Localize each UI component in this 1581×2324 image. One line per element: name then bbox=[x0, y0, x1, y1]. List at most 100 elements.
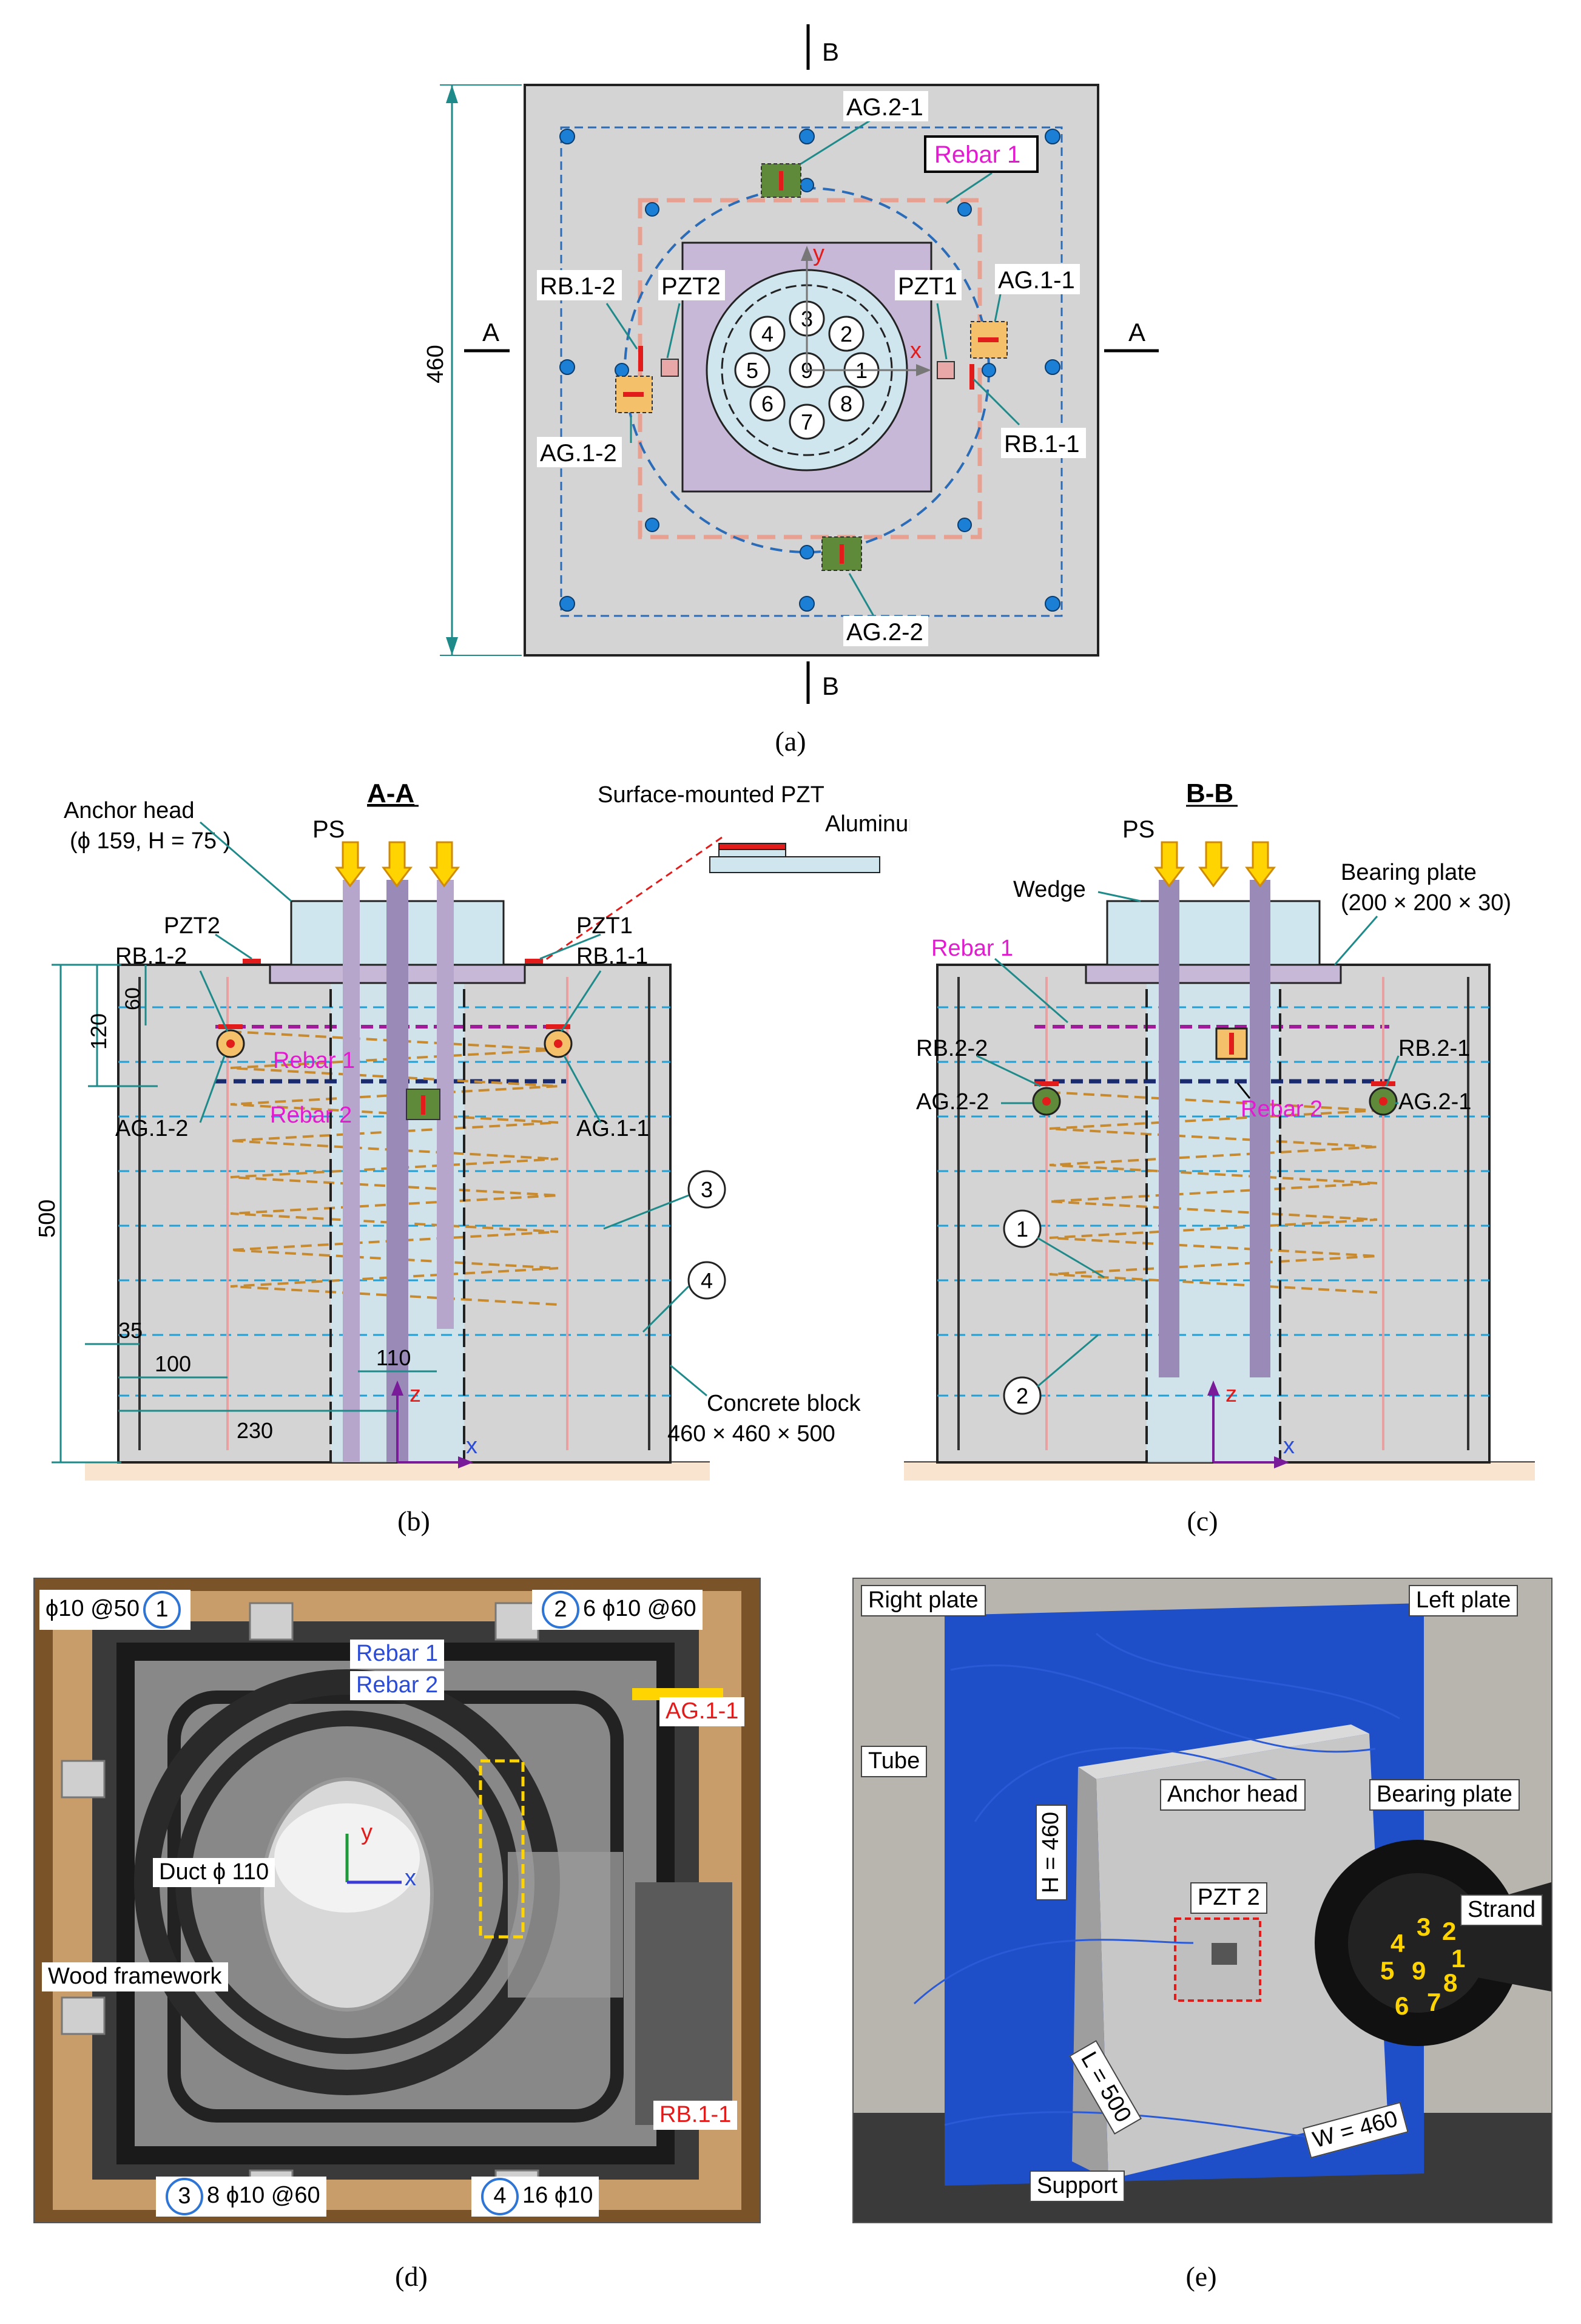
aa-pzt2: PZT2 bbox=[164, 913, 220, 939]
e-strand-2: 2 bbox=[1442, 1917, 1457, 1945]
e-label-bearing-plate: Bearing plate bbox=[1369, 1779, 1520, 1811]
d-label-16phi10-text: 16 ϕ10 bbox=[522, 2183, 593, 2209]
plan-label-ag21: AG.2-1 bbox=[846, 94, 923, 121]
bb-axis-z: z bbox=[1225, 1382, 1237, 1407]
bb-rb22: RB.2-2 bbox=[916, 1036, 988, 1061]
e-strand-9: 9 bbox=[1412, 1956, 1426, 1985]
e-label-tube: Tube bbox=[861, 1746, 928, 1777]
bb-bearing-dims: (200 × 200 × 30) bbox=[1341, 890, 1511, 916]
aa-pzt1: PZT1 bbox=[576, 913, 633, 939]
aa-aluminum: Aluminum bbox=[825, 811, 910, 837]
d-axis-y: y bbox=[361, 1820, 372, 1845]
bb-strand-right bbox=[1250, 880, 1270, 1377]
section-a-left: A bbox=[482, 318, 499, 346]
e-strand-5: 5 bbox=[1380, 1956, 1395, 1985]
d-label-phi10-50-text: ϕ10 @50 bbox=[46, 1596, 140, 1622]
bb-rebar2: Rebar 2 bbox=[1241, 1096, 1323, 1122]
plan-label-rb11: RB.1-1 bbox=[1004, 431, 1080, 458]
plan-label-rb12: RB.1-2 bbox=[540, 273, 616, 300]
plan-axis-y: y bbox=[813, 241, 824, 266]
aa-rb11: RB.1-1 bbox=[576, 944, 648, 969]
aa-surface-pzt: Surface-mounted PZT bbox=[598, 782, 824, 808]
aa-dim-35: 35 bbox=[118, 1318, 143, 1343]
photo-test-setup-art bbox=[854, 1579, 1551, 2222]
aa-axis-x: x bbox=[466, 1433, 477, 1459]
aa-dim-60: 60 bbox=[121, 987, 144, 1010]
section-a-right: A bbox=[1128, 318, 1145, 346]
bb-ag22: AG.2-2 bbox=[916, 1089, 989, 1115]
plan-label-ag11: AG.1-1 bbox=[998, 267, 1075, 294]
d-callout-4: 4 bbox=[481, 2178, 519, 2215]
plan-label-ag12: AG.1-2 bbox=[540, 440, 617, 467]
aa-dim-100: 100 bbox=[155, 1351, 191, 1376]
section-bb-diagram: B-B PS Wedge Bearing plate (200 × 200 × … bbox=[904, 779, 1535, 1481]
aa-concrete-dims: 460 × 460 × 500 bbox=[667, 1421, 835, 1447]
aa-rebar2: Rebar 2 bbox=[270, 1103, 352, 1128]
strand-label-7: 7 bbox=[801, 410, 813, 434]
aa-dim-110: 110 bbox=[376, 1345, 411, 1370]
plan-label-ag22: AG.2-2 bbox=[846, 619, 923, 646]
e-label-strand: Strand bbox=[1460, 1894, 1543, 1926]
plan-label-pzt1: PZT1 bbox=[898, 273, 957, 300]
section-b-bottom: B bbox=[822, 672, 839, 700]
bb-title: B-B bbox=[1186, 779, 1233, 808]
d-label-rebar1: Rebar 1 bbox=[350, 1640, 445, 1669]
d-label-8phi10-60-text: 8 ϕ10 @60 bbox=[207, 2183, 320, 2209]
e-label-support: Support bbox=[1030, 2170, 1125, 2202]
strand-label-4: 4 bbox=[761, 322, 774, 346]
aa-callout-4: 4 bbox=[701, 1268, 713, 1293]
aa-rebar1: Rebar 1 bbox=[273, 1048, 355, 1073]
aa-dim-500: 500 bbox=[35, 1200, 60, 1238]
aa-axis-z: z bbox=[410, 1382, 421, 1407]
d-axis-x: x bbox=[405, 1865, 416, 1891]
caption-b: (b) bbox=[397, 1505, 430, 1536]
e-strand-6: 6 bbox=[1395, 1991, 1409, 2020]
aa-ag11: AG.1-1 bbox=[576, 1116, 649, 1141]
strand-label-5: 5 bbox=[746, 358, 758, 383]
e-label-right-plate: Right plate bbox=[861, 1585, 986, 1616]
d-label-wood-framework: Wood framework bbox=[42, 1962, 228, 1991]
strand-label-6: 6 bbox=[761, 391, 774, 416]
photo-test-setup: Right plate Left plate Tube Anchor head … bbox=[852, 1578, 1552, 2223]
aa-anchor-head: Anchor head bbox=[64, 798, 195, 823]
bb-wedge: Wedge bbox=[1013, 877, 1086, 902]
bb-callout-1: 1 bbox=[1016, 1217, 1028, 1241]
aa-ag12: AG.1-2 bbox=[115, 1116, 188, 1141]
aa-dim-230: 230 bbox=[237, 1418, 273, 1443]
strand-label-2: 2 bbox=[840, 322, 852, 346]
plan-dim-460: 460 bbox=[423, 345, 448, 383]
aa-rb12: RB.1-2 bbox=[115, 944, 187, 969]
rebar-dots bbox=[559, 129, 1060, 612]
plan-rebar1-box bbox=[924, 135, 1039, 173]
bb-ps: PS bbox=[1122, 816, 1155, 843]
e-label-pzt2: PZT 2 bbox=[1190, 1882, 1267, 1914]
e-strand-3: 3 bbox=[1417, 1913, 1431, 1941]
caption-a: (a) bbox=[775, 726, 806, 757]
e-label-left-plate: Left plate bbox=[1409, 1585, 1519, 1616]
bb-rb21: RB.2-1 bbox=[1398, 1036, 1470, 1061]
aa-strand-center bbox=[386, 880, 408, 1462]
e-label-height: H = 460 bbox=[1036, 1804, 1067, 1900]
e-label-anchor-head: Anchor head bbox=[1160, 1779, 1306, 1811]
bb-callout-2: 2 bbox=[1016, 1383, 1028, 1408]
e-strand-1: 1 bbox=[1451, 1944, 1466, 1973]
section-b-top: B bbox=[822, 38, 839, 66]
plan-axis-x: x bbox=[910, 338, 922, 363]
d-callout-1: 1 bbox=[143, 1591, 181, 1629]
pzt1-patch bbox=[937, 361, 955, 379]
aa-anchor-head-dims: (ϕ 159, H = 75 ) bbox=[70, 828, 231, 854]
bb-ag21: AG.2-1 bbox=[1398, 1089, 1471, 1115]
plan-label-pzt2: PZT2 bbox=[661, 273, 721, 300]
e-strand-8: 8 bbox=[1443, 1968, 1458, 1997]
aa-concrete-block-label: Concrete block bbox=[707, 1391, 861, 1416]
section-aa-diagram: A-A Anchor head (ϕ 159, H = 75 ) Surface… bbox=[35, 779, 910, 1481]
bb-bearing-plate: Bearing plate bbox=[1341, 860, 1477, 885]
bb-axis-x: x bbox=[1283, 1433, 1295, 1459]
d-callout-3: 3 bbox=[166, 2178, 203, 2215]
bb-rebar1: Rebar 1 bbox=[931, 936, 1013, 961]
aa-title: A-A bbox=[367, 779, 414, 808]
